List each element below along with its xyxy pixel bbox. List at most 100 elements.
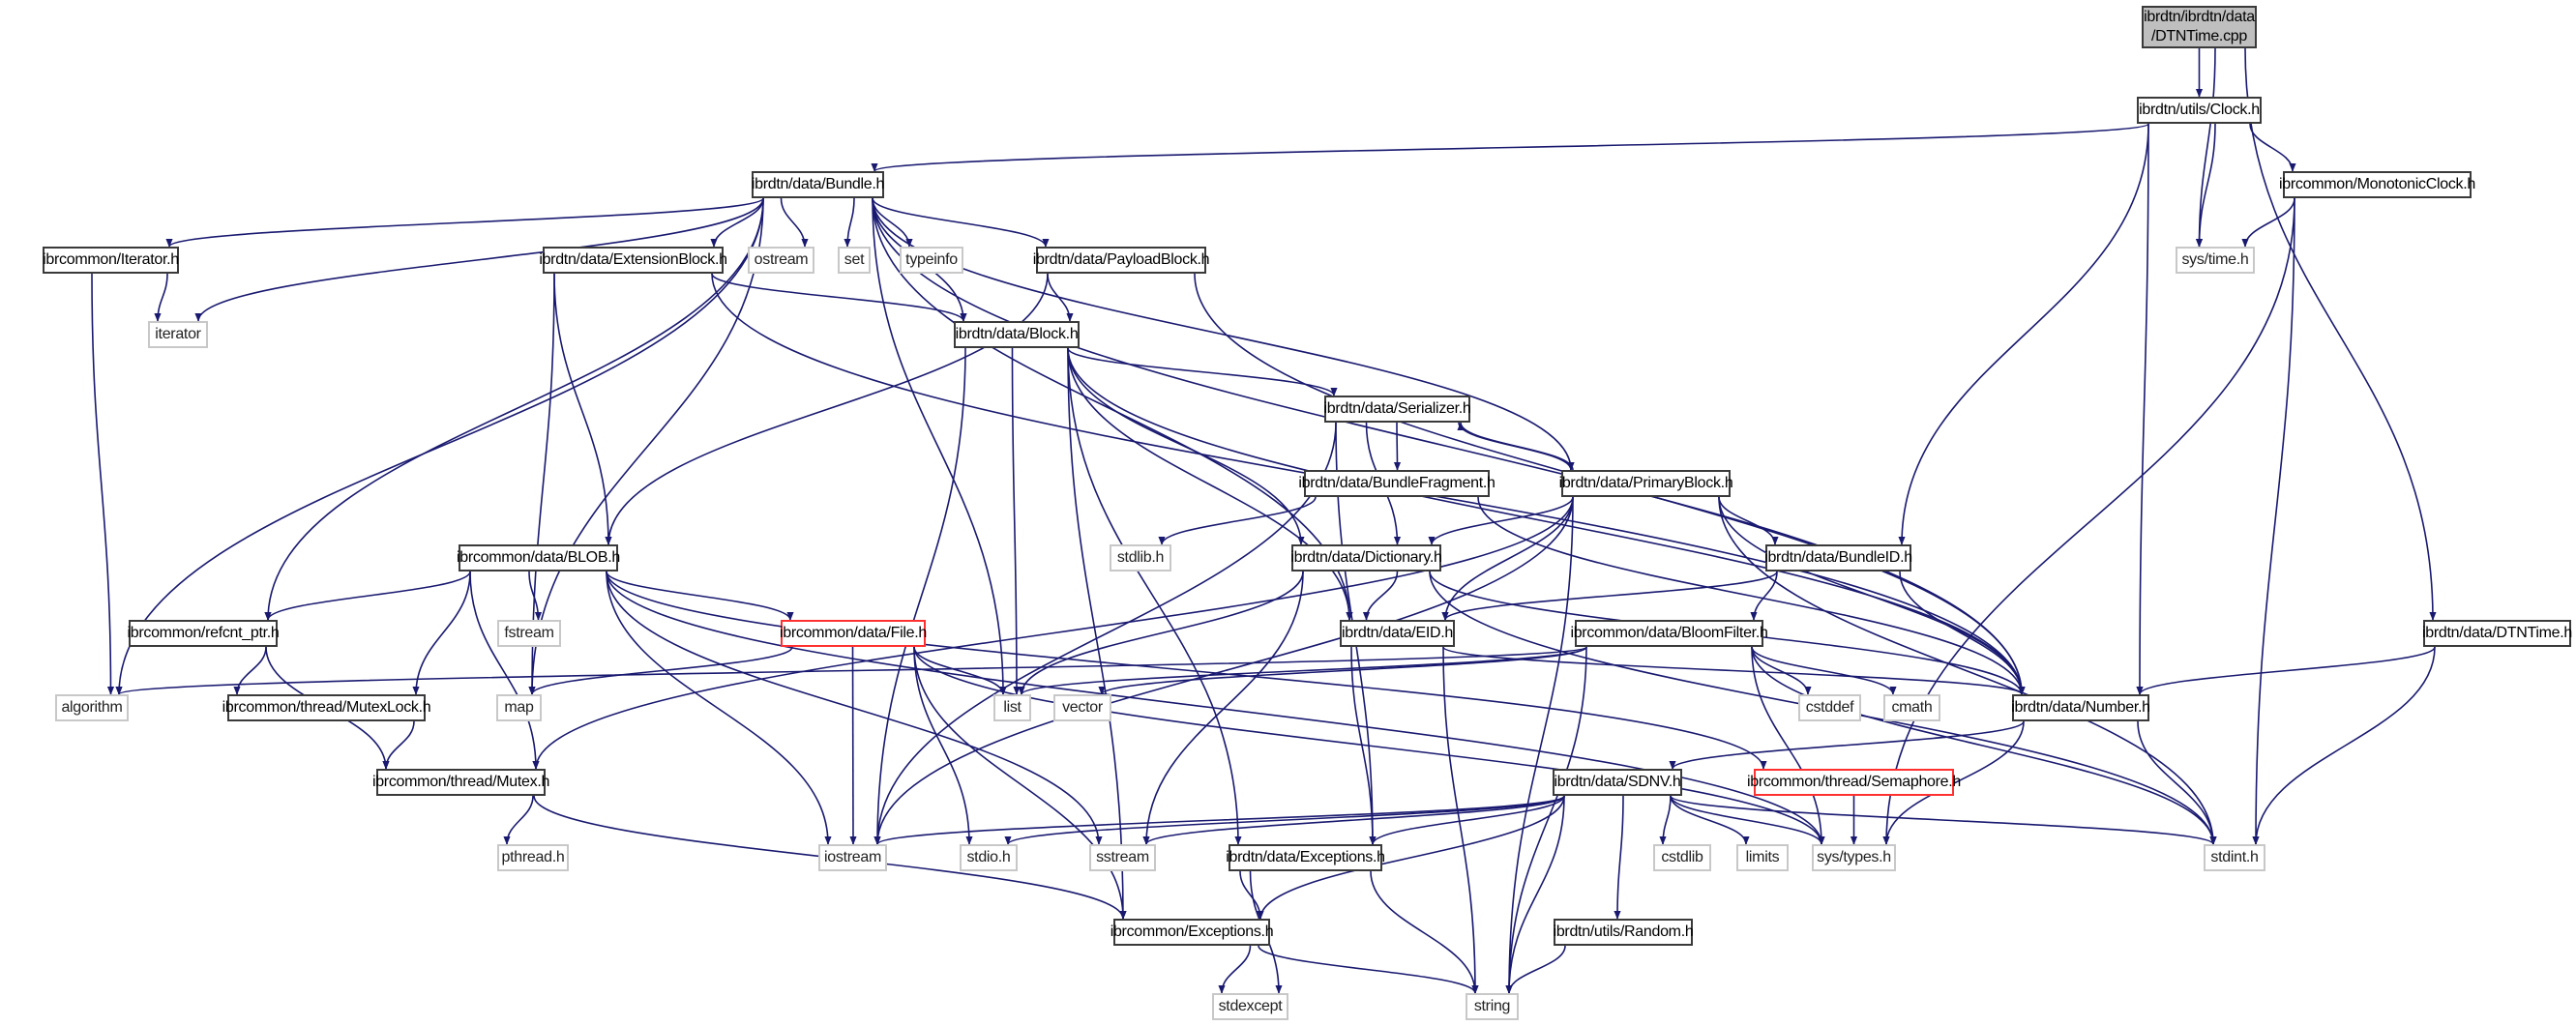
node-cmath[interactable]: cmath <box>1883 694 1940 721</box>
edge-sdnv-to-dexceptions <box>1369 795 1565 845</box>
node-mutexlock[interactable]: ibrcommon/thread/MutexLock.h <box>222 694 431 721</box>
edge-bloom-to-stdint <box>1751 646 2217 845</box>
node-block[interactable]: ibrdtn/data/Block.h <box>954 321 1080 348</box>
node-stdint[interactable]: stdint.h <box>2204 844 2265 871</box>
edge-block-to-iostream <box>873 347 966 845</box>
node-label: ibrcommon/data/BLOB.h <box>457 549 620 566</box>
edge-blob-to-fstream <box>528 571 543 621</box>
node-fstream[interactable]: fstream <box>497 620 561 647</box>
node-file[interactable]: ibrcommon/data/File.h <box>780 620 927 647</box>
edge-dtntime_cpp-to-dtntime_h <box>2244 47 2437 621</box>
edge-random-to-string <box>1505 945 1566 994</box>
node-label: ibrcommon/MonotonicClock.h <box>2279 176 2475 192</box>
node-sstream[interactable]: sstream <box>1089 844 1156 871</box>
edge-file-to-stdio <box>913 646 973 845</box>
edge-primary-to-dictionary <box>1428 496 1574 545</box>
node-iostream[interactable]: iostream <box>818 844 887 871</box>
edge-sdnv-to-stdint <box>1670 795 2217 845</box>
node-blob[interactable]: ibrcommon/data/BLOB.h <box>457 544 620 572</box>
node-bloom[interactable]: ibrcommon/data/BloomFilter.h <box>1570 620 1768 647</box>
edge-bundle-to-list <box>872 197 1007 695</box>
edge-blob-to-refcnt <box>264 571 471 621</box>
node-payload[interactable]: ibrdtn/data/PayloadBlock.h <box>1033 247 1210 274</box>
node-stdio[interactable]: stdio.h <box>960 844 1018 871</box>
node-label: ibrdtn/data/Number.h <box>2011 699 2150 716</box>
node-systypes[interactable]: sys/types.h <box>1812 844 1896 871</box>
node-systime[interactable]: sys/time.h <box>2176 247 2255 274</box>
edge-blob-to-semaphore <box>606 571 1767 770</box>
node-semaphore[interactable]: ibrcommon/thread/Semaphore.h <box>1747 769 1961 796</box>
node-map[interactable]: map <box>496 694 542 721</box>
node-eid[interactable]: ibrdtn/data/EID.h <box>1340 620 1455 647</box>
node-sdnv[interactable]: ibrdtn/data/SDNV.h <box>1553 769 1682 796</box>
node-pthread[interactable]: pthread.h <box>497 844 569 871</box>
node-iterator[interactable]: iterator <box>148 321 208 348</box>
node-mutex[interactable]: ibrcommon/thread/Mutex.h <box>372 769 549 796</box>
edge-dtntime_cpp-to-systime <box>2195 47 2216 248</box>
edge-dictionary-to-sstream <box>1142 571 1304 845</box>
node-label: ibrcommon/data/BloomFilter.h <box>1570 625 1768 641</box>
node-label: ibrdtn/data/PayloadBlock.h <box>1032 251 1210 268</box>
edge-bundle-to-refcnt <box>264 197 764 621</box>
edge-bundleid-to-eid <box>1441 571 1778 621</box>
node-list[interactable]: list <box>993 694 1031 721</box>
node-ostream[interactable]: ostream <box>748 247 814 274</box>
node-cstddef[interactable]: cstddef <box>1798 694 1861 721</box>
edge-extblock-to-blob <box>553 273 612 545</box>
edge-sdnv-to-iostream <box>873 795 1565 845</box>
node-dtntime-h[interactable]: ibrdtn/data/DTNTime.h <box>2422 620 2572 647</box>
node-bundleid[interactable]: ibrdtn/data/BundleID.h <box>1764 544 1912 572</box>
node-label: sys/time.h <box>2181 251 2249 268</box>
node-monoclock[interactable]: ibrcommon/MonotonicClock.h <box>2279 171 2475 198</box>
node-serializer[interactable]: ibrdtn/data/Serializer.h <box>1324 396 1471 423</box>
node-dexceptions[interactable]: ibrdtn/data/Exceptions.h <box>1226 844 1385 871</box>
node-iterator-h[interactable]: ibrcommon/Iterator.h <box>43 247 179 274</box>
node-limits[interactable]: limits <box>1736 844 1789 871</box>
node-set[interactable]: set <box>838 247 871 274</box>
node-cexceptions[interactable]: ibrcommon/Exceptions.h <box>1110 919 1274 946</box>
edge-sdnv-to-cexceptions <box>1257 795 1565 920</box>
node-label: ibrdtn/data/ExtensionBlock.h <box>539 251 727 268</box>
edge-bloom-to-string <box>1505 646 1587 994</box>
node-string[interactable]: string <box>1466 993 1519 1020</box>
node-bundle[interactable]: ibrdtn/data/Bundle.h <box>752 171 884 198</box>
edge-extblock-to-block <box>711 273 967 322</box>
edge-bundle-to-algorithm <box>115 197 764 695</box>
node-fragment[interactable]: ibrdtn/data/BundleFragment.h <box>1298 470 1495 497</box>
node-algorithm[interactable]: algorithm <box>55 694 129 721</box>
node-label: ibrdtn/data/Dictionary.h <box>1290 549 1442 566</box>
edge-bundle-to-ostream <box>780 197 809 248</box>
node-label: ibrdtn/data/BundleFragment.h <box>1298 475 1495 491</box>
node-label: limits <box>1745 849 1780 865</box>
edge-payload-to-block <box>1047 273 1074 322</box>
node-label: cstddef <box>1805 699 1854 716</box>
edge-dtntime_h-to-number <box>2136 646 2436 695</box>
node-label: ibrdtn/data/BundleID.h <box>1764 549 1912 566</box>
node-number[interactable]: ibrdtn/data/Number.h <box>2011 694 2150 721</box>
node-label: sstream <box>1096 849 1149 865</box>
node-stdexcept[interactable]: stdexcept <box>1212 993 1288 1020</box>
node-typeinfo[interactable]: typeinfo <box>900 247 963 274</box>
node-dtntime-cpp[interactable]: ibrdtn/ibrdtn/data/DTNTime.cpp <box>2142 6 2257 48</box>
edge-primary-to-bundleid <box>1718 496 1779 545</box>
edge-eid-to-number <box>1442 646 2026 695</box>
node-vector[interactable]: vector <box>1053 694 1111 721</box>
node-cstdlib[interactable]: cstdlib <box>1653 844 1711 871</box>
node-primary[interactable]: ibrdtn/data/PrimaryBlock.h <box>1559 470 1733 497</box>
edge-mutex-to-pthread <box>503 795 534 845</box>
edge-dtntime_h-to-stdint <box>2252 646 2436 845</box>
edge-clock-to-systime <box>2195 123 2216 248</box>
edge-block-to-number <box>1067 347 2026 695</box>
node-extblock[interactable]: ibrdtn/data/ExtensionBlock.h <box>539 247 727 274</box>
node-random[interactable]: ibrdtn/utils/Random.h <box>1554 919 1694 946</box>
node-label: ibrdtn/data/SDNV.h <box>1554 774 1681 790</box>
node-clock[interactable]: ibrdtn/utils/Clock.h <box>2137 97 2262 124</box>
edge-bloom-to-systypes <box>1751 646 1825 845</box>
edge-bloom-to-vector <box>1098 646 1587 695</box>
node-stdlib[interactable]: stdlib.h <box>1110 544 1171 572</box>
node-dictionary[interactable]: ibrdtn/data/Dictionary.h <box>1290 544 1442 572</box>
edge-bundle-to-payload <box>872 197 1050 248</box>
node-label-line2: /DTNTime.cpp <box>2151 28 2247 44</box>
node-refcnt[interactable]: ibrcommon/refcnt_ptr.h <box>127 620 280 647</box>
node-label: ibrcommon/Exceptions.h <box>1110 923 1274 940</box>
